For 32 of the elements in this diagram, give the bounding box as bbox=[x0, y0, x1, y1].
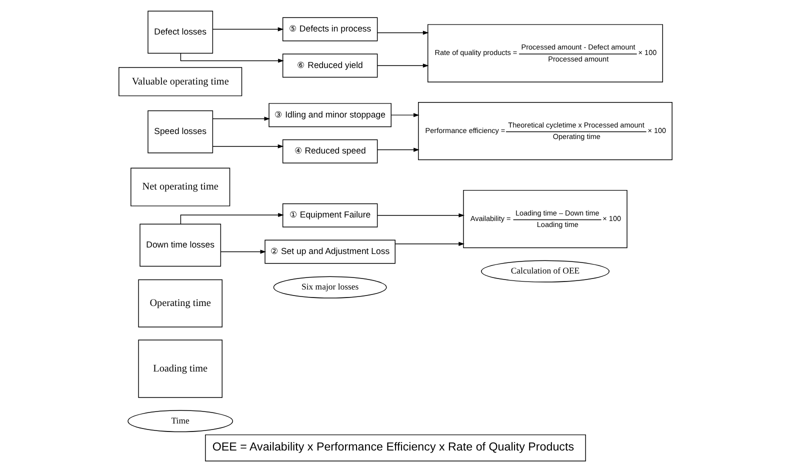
node-box: Performance efficiency = Theoretical cycletime x Processed amount × 100 Operating time bbox=[418, 102, 672, 160]
node-box: Defect losses bbox=[147, 10, 213, 54]
node-box: Net operating time bbox=[130, 168, 230, 206]
node-box: ⑤ Defects in process bbox=[282, 17, 378, 42]
arrow bbox=[212, 116, 270, 121]
arrow bbox=[390, 113, 419, 118]
node-box: ⑥ Reduced yield bbox=[282, 54, 378, 78]
node-box: Rate of quality products = Processed amount - Defect amount × 100 Processed amount bbox=[426, 24, 662, 82]
node-box: Down time losses bbox=[139, 224, 221, 267]
node-box: Availability = Loading time – Down time × 100 Loading time bbox=[462, 190, 627, 248]
arrow bbox=[376, 64, 428, 68]
arrow bbox=[212, 27, 284, 32]
arrow bbox=[180, 53, 284, 63]
node-ellipse: Time bbox=[127, 410, 233, 432]
arrow bbox=[212, 144, 284, 148]
arrow bbox=[220, 250, 266, 254]
caption: OEE = Availability x Performance Efficiency x Rate of Quality Products bbox=[212, 440, 574, 454]
arrow bbox=[376, 148, 419, 152]
arrow bbox=[394, 242, 464, 246]
node-box: Operating time bbox=[138, 279, 222, 328]
node-box: Valuable operating time bbox=[118, 67, 242, 96]
node-ellipse: Calculation of OEE bbox=[480, 260, 609, 282]
node-box: ② Set up and Adjustment Loss bbox=[264, 240, 395, 264]
node-box: Loading time bbox=[138, 340, 222, 398]
node-box: Speed losses bbox=[147, 110, 213, 154]
node-box: ③ Idling and minor stoppage bbox=[268, 103, 391, 128]
arrow bbox=[376, 213, 464, 218]
arrow bbox=[180, 212, 284, 224]
node-box: ① Equipment Failure bbox=[282, 203, 378, 228]
arrow bbox=[376, 30, 428, 35]
node-ellipse: Six major losses bbox=[272, 276, 386, 298]
node-box: ④ Reduced speed bbox=[282, 139, 378, 164]
